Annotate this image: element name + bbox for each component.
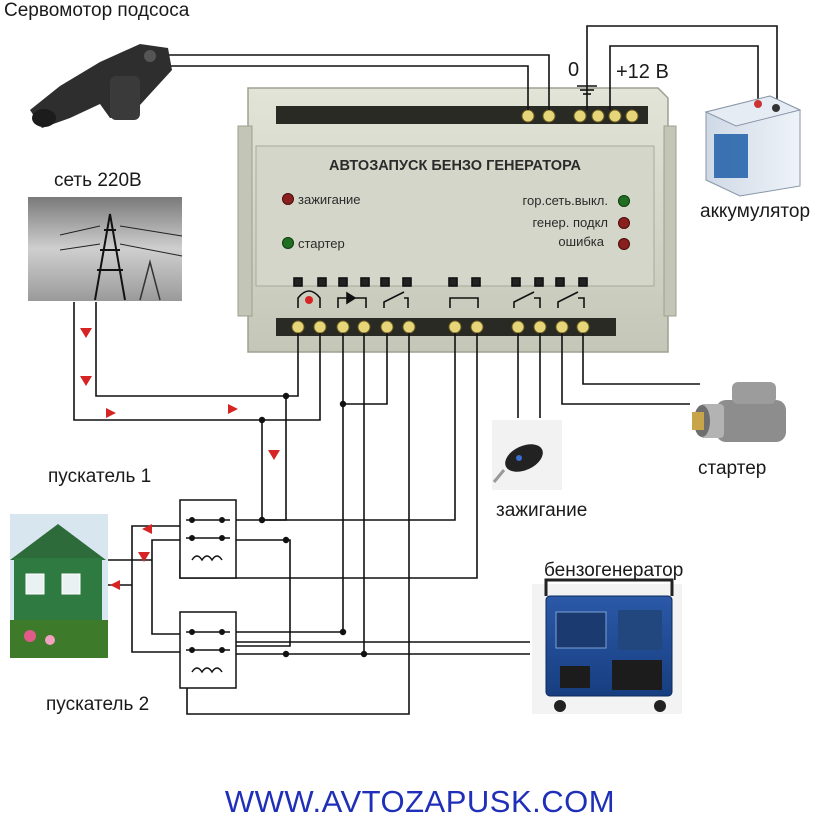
label-12v: +12 В: [616, 61, 669, 83]
label-ignition: зажигание: [496, 500, 588, 521]
wires: [73, 25, 778, 715]
indicator-error: ошибка: [558, 234, 630, 250]
label-servo-motor: Сервомотор подсоса: [4, 0, 190, 21]
relay-symbols: [293, 277, 588, 308]
starter-image: [692, 382, 786, 442]
label-contactor-1: пускатель 1: [48, 466, 152, 487]
generator-image: [532, 578, 682, 714]
svg-text:стартер: стартер: [298, 236, 345, 251]
label-starter: стартер: [698, 458, 767, 479]
website-link[interactable]: WWW.AVTOZAPUSK.COM: [224, 784, 616, 819]
house-image: [10, 514, 108, 658]
top-terminals: [521, 109, 639, 123]
servo-motor-image: [30, 44, 172, 128]
svg-text:зажигание: зажигание: [298, 192, 361, 207]
contactor-1: [179, 499, 237, 579]
indicator-ignition: зажигание: [282, 192, 361, 207]
power-line-image: [28, 197, 183, 301]
ignition-key-image: [492, 420, 562, 490]
indicator-gen-connected: генер. подкл: [532, 215, 630, 230]
bottom-terminals: [291, 320, 590, 334]
svg-text:ошибка: ошибка: [558, 234, 604, 249]
svg-text:гор.сеть.выкл.: гор.сеть.выкл.: [523, 193, 608, 208]
indicator-grid-off: гор.сеть.выкл.: [523, 193, 630, 208]
indicator-starter: стартер: [282, 236, 345, 251]
controller-unit: [237, 87, 677, 353]
label-generator: бензогенератор: [544, 560, 684, 581]
battery-image: [704, 95, 802, 197]
top-terminal-strip: [276, 106, 648, 124]
svg-text:генер. подкл: генер. подкл: [532, 215, 608, 230]
label-battery: аккумулятор: [700, 201, 811, 222]
label-grid-220v: сеть 220В: [54, 170, 142, 191]
label-0v: 0: [568, 59, 579, 81]
contactor-2: [179, 611, 237, 689]
controller-title: АВТОЗАПУСК БЕНЗО ГЕНЕРАТОРА: [329, 158, 581, 174]
label-contactor-2: пускатель 2: [46, 694, 150, 715]
junction-dots: [258, 392, 368, 658]
current-flow-arrows: [80, 328, 280, 590]
